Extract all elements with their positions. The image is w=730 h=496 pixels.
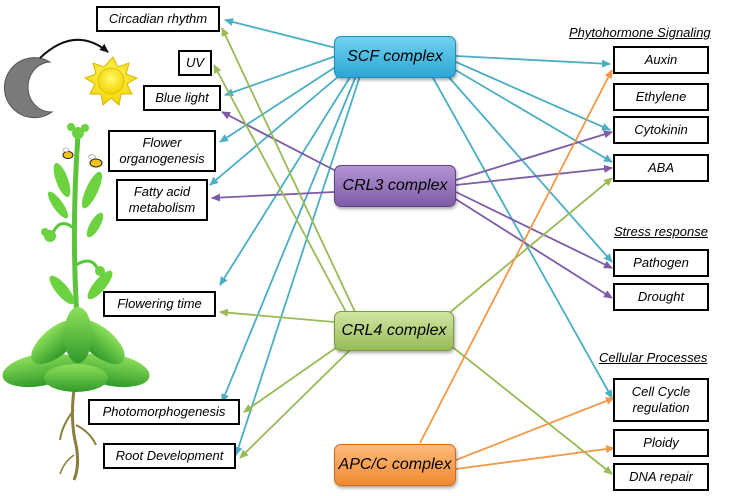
aba-box: ABA [613,154,709,182]
phytohormone-signaling-heading: Phytohormone Signaling [569,25,711,40]
auxin-box: Auxin [613,46,709,74]
crl4-arrows [213,27,613,475]
photomorphogenesis-box: Photomorphogenesis [88,399,240,425]
cell-cycle-regulation-box: Cell Cycle regulation [613,378,709,422]
ethylene-box: Ethylene [613,83,709,111]
uv-box: UV [178,50,212,76]
fatty-acid-metabolism-box: Fatty acid metabolism [116,179,208,221]
pathogen-box: Pathogen [613,249,709,277]
apc-c-complex-box: APC/C complex [334,444,456,486]
blue-light-box: Blue light [143,85,221,111]
bee-icon [88,154,103,168]
stress-response-heading: Stress response [614,224,708,239]
cytokinin-box: Cytokinin [613,116,709,144]
scf-complex-box: SCF complex [334,36,456,78]
cycle-arrow-icon [39,39,109,59]
crl4-complex-box: CRL4 complex [334,311,454,351]
root-development-box: Root Development [103,443,236,469]
moon-icon [3,57,54,119]
crl3-complex-box: CRL3 complex [334,165,456,207]
ploidy-box: Ploidy [613,429,709,457]
day-night-illustration [3,39,139,119]
drought-box: Drought [613,283,709,311]
cellular-processes-heading: Cellular Processes [599,350,708,365]
bee-icon [62,147,74,159]
dna-repair-box: DNA repair [613,463,709,491]
arabidopsis-plant-illustration [2,123,150,481]
scf-arrows [209,18,613,456]
flower-organogenesis-box: Flower organogenesis [108,130,216,172]
crl3-arrows [211,111,613,299]
flowering-time-box: Flowering time [103,291,216,317]
sun-icon [83,56,139,106]
apc-arrows [419,69,615,470]
circadian-rhythm-box: Circadian rhythm [96,6,220,32]
